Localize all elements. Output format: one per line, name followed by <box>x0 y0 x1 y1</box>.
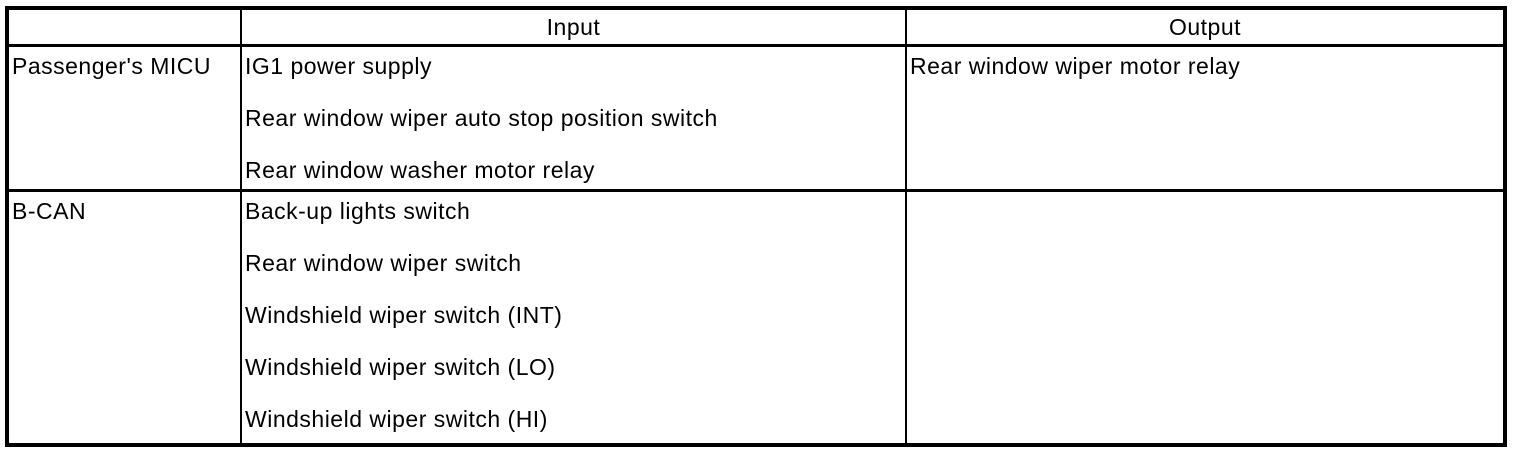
header-output-cell: Output <box>907 10 1503 47</box>
row-b-can-input-cell: Back-up lights switch Rear window wiper … <box>242 192 907 443</box>
input-item: Windshield wiper switch (HI) <box>245 406 548 432</box>
row-b-can-source-cell: B-CAN <box>9 192 242 443</box>
input-item: Windshield wiper switch (LO) <box>245 354 556 380</box>
header-output-label: Output <box>1168 13 1242 40</box>
input-item: Rear window wiper auto stop position swi… <box>245 105 718 131</box>
input-item: Back-up lights switch <box>245 198 471 224</box>
source-label: Passenger's MICU <box>12 53 212 79</box>
row-passengers-micu-input-cell: IG1 power supply Rear window wiper auto … <box>242 47 907 192</box>
output-item: Rear window wiper motor relay <box>910 53 1241 79</box>
row-passengers-micu-source-cell: Passenger's MICU <box>9 47 242 192</box>
row-b-can-output-cell <box>907 192 1503 443</box>
header-input-label: Input <box>546 13 601 40</box>
input-item: IG1 power supply <box>245 53 432 79</box>
source-label: B-CAN <box>12 198 87 224</box>
input-item: Rear window wiper switch <box>245 250 522 276</box>
header-source-cell <box>9 10 242 47</box>
input-item: Windshield wiper switch (INT) <box>245 302 563 328</box>
header-input-cell: Input <box>242 10 907 47</box>
row-passengers-micu-output-cell: Rear window wiper motor relay <box>907 47 1503 192</box>
input-output-table: Input Output Passenger's MICU IG1 power … <box>5 6 1507 447</box>
input-item: Rear window washer motor relay <box>245 157 595 183</box>
